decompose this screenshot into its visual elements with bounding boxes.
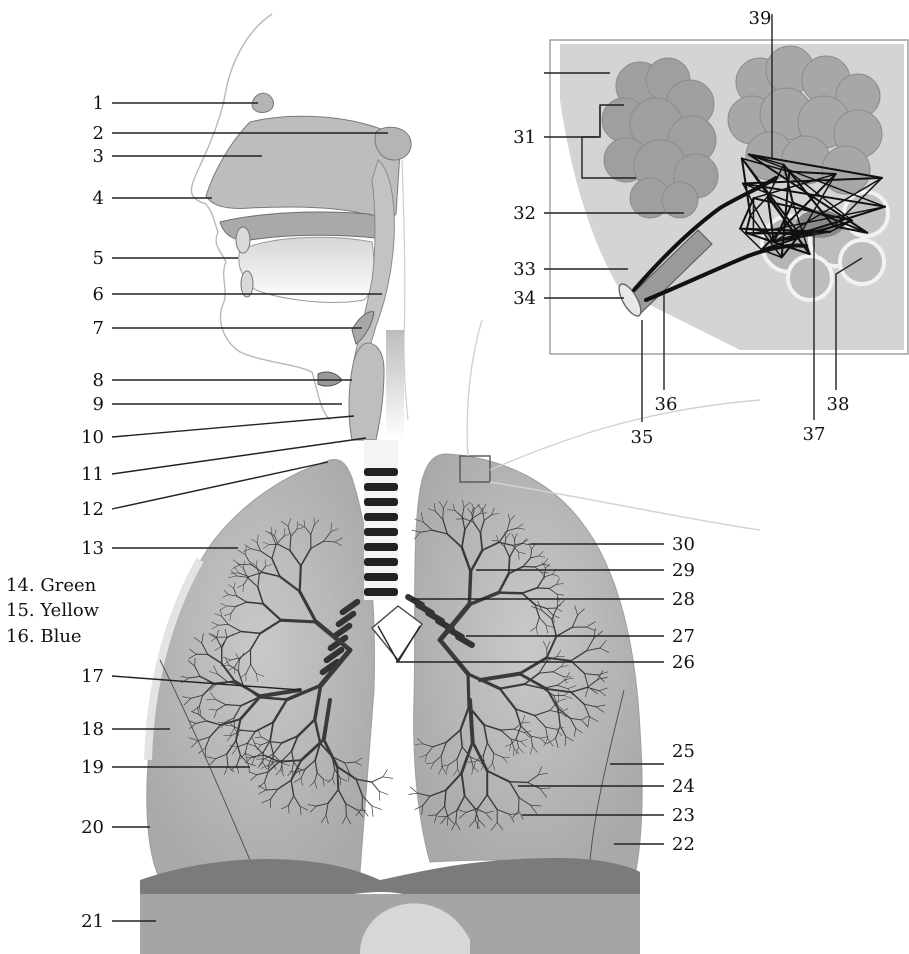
label-32: 32 <box>513 203 536 224</box>
bronchiole-branch <box>372 806 373 817</box>
tracheal-ring <box>364 573 398 581</box>
bronchiole-branch <box>281 620 316 622</box>
label-2: 2 <box>93 123 104 144</box>
label-4: 4 <box>93 188 104 209</box>
legend-yellow: 15. Yellow <box>6 600 100 621</box>
lower-lip <box>241 271 253 297</box>
label-3: 3 <box>93 146 104 167</box>
bronchiole-branch <box>379 791 388 794</box>
label-18: 18 <box>81 719 104 740</box>
label-27: 27 <box>672 626 695 647</box>
label-23: 23 <box>672 805 695 826</box>
bronchiole-branch <box>337 767 338 790</box>
label-12: 12 <box>81 499 104 520</box>
bronchiole-branch <box>383 777 393 779</box>
lungs <box>140 320 760 954</box>
label-39: 39 <box>749 8 772 29</box>
label-30: 30 <box>672 534 695 555</box>
label-25: 25 <box>672 741 695 762</box>
bronchiole-branch <box>409 793 418 794</box>
label-33: 33 <box>513 259 536 280</box>
bronchiole-branch <box>372 777 383 782</box>
tracheal-ring <box>364 588 398 596</box>
label-9: 9 <box>93 394 104 415</box>
bronchiole-branch <box>523 567 535 568</box>
nasal-cavity <box>206 116 401 219</box>
zoom-connector-upper <box>467 320 482 456</box>
upper-lip <box>236 227 250 253</box>
label-29: 29 <box>672 560 695 581</box>
bronchiole-branch <box>300 566 301 592</box>
label-22: 22 <box>672 834 695 855</box>
label-35: 35 <box>631 427 654 448</box>
alveoli-inset <box>550 40 908 354</box>
bronchiole-branch <box>443 508 444 519</box>
thyroid-cartilage <box>318 372 342 386</box>
label-21: 21 <box>81 911 104 932</box>
right-lung <box>147 460 375 880</box>
number-labels-left: 1 2 3 4 5 6 7 8 9 10 11 12 13 17 18 19 2… <box>81 93 104 932</box>
number-labels-right: 22 23 24 25 26 27 28 29 30 <box>672 534 695 855</box>
tracheal-ring <box>364 498 398 506</box>
esophagus <box>386 330 404 440</box>
bronchiole-branch <box>346 804 347 816</box>
tracheal-ring <box>364 483 398 491</box>
label-8: 8 <box>93 370 104 391</box>
color-legend: 14. Green 15. Yellow 16. Blue <box>6 575 100 647</box>
bronchiole-branch <box>379 791 380 800</box>
label-5: 5 <box>93 248 104 269</box>
tracheal-ring <box>364 558 398 566</box>
label-17: 17 <box>81 666 104 687</box>
bronchiole-branch <box>499 593 522 594</box>
label-1: 1 <box>93 93 104 114</box>
label-24: 24 <box>672 776 695 797</box>
tracheal-ring <box>364 528 398 536</box>
oral-cavity <box>239 237 374 302</box>
bronchiole-branch <box>234 718 235 728</box>
bronchiole-branch <box>515 539 516 547</box>
label-10: 10 <box>81 427 104 448</box>
label-38: 38 <box>827 394 850 415</box>
label-11: 11 <box>81 464 104 485</box>
label-26: 26 <box>672 652 695 673</box>
label-28: 28 <box>672 589 695 610</box>
bronchiole-branch <box>509 557 510 573</box>
legend-green: 14. Green <box>6 575 97 596</box>
label-34: 34 <box>513 288 536 309</box>
label-6: 6 <box>93 284 104 305</box>
legend-blue: 16. Blue <box>6 626 82 647</box>
bronchiole-branch <box>383 770 387 777</box>
label-13: 13 <box>81 538 104 559</box>
tracheal-ring <box>364 513 398 521</box>
bronchiole-branch <box>510 782 528 783</box>
bronchiole-branch <box>372 782 380 791</box>
label-31: 31 <box>513 127 536 148</box>
bronchiole-branch <box>470 700 473 742</box>
label-20: 20 <box>81 817 104 838</box>
label-19: 19 <box>81 757 104 778</box>
tracheal-ring <box>364 543 398 551</box>
label-37: 37 <box>803 424 826 445</box>
bronchiole-branch <box>372 806 382 810</box>
label-36: 36 <box>655 394 678 415</box>
head-section <box>191 14 411 440</box>
bronchiole-branch <box>537 588 549 589</box>
tracheal-ring <box>364 468 398 476</box>
label-7: 7 <box>93 318 104 339</box>
zoom-connector-top <box>490 400 760 470</box>
